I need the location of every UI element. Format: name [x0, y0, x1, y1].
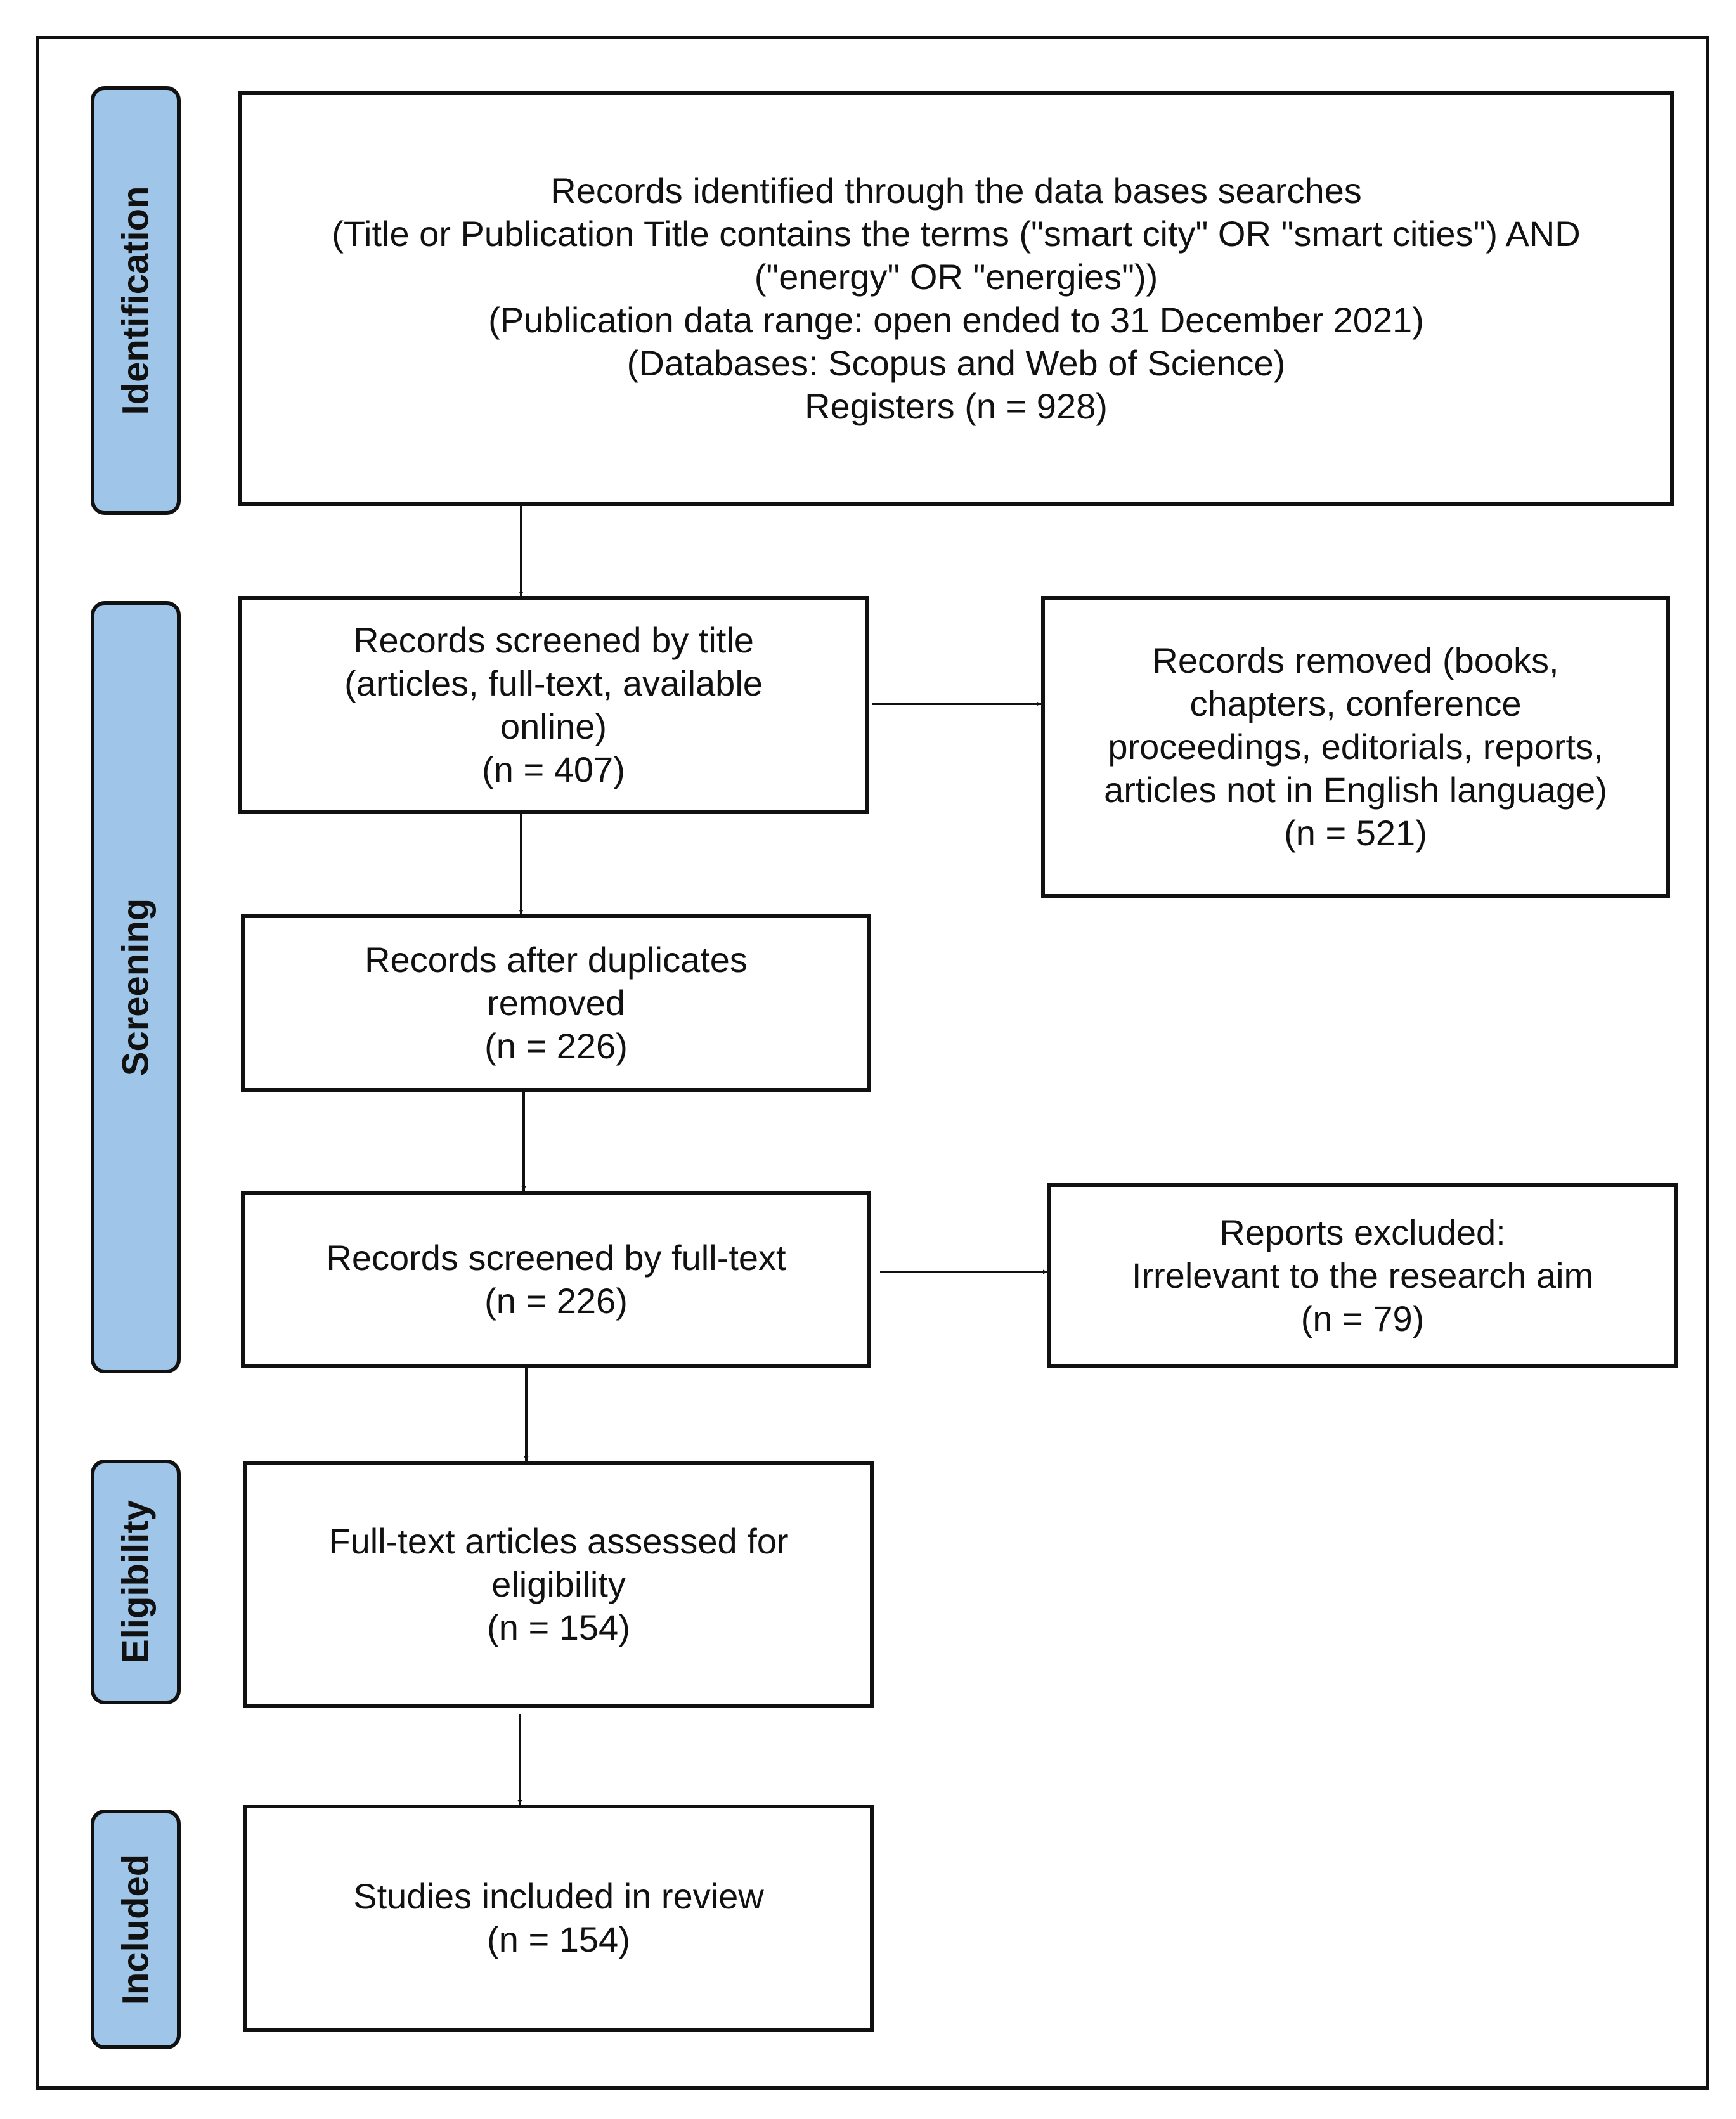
records-after-duplicates-box: Records after duplicates removed (n = 22… — [241, 914, 871, 1092]
duplicates-line-2: removed — [487, 983, 625, 1023]
phase-screening: Screening — [91, 601, 181, 1373]
duplicates-line-3: (n = 226) — [484, 1026, 628, 1066]
records-identified-box: Records identified through the data base… — [238, 91, 1674, 506]
identified-line-2: (Title or Publication Title contains the… — [332, 214, 1581, 254]
included-line-1: Studies included in review — [353, 1876, 764, 1916]
removed-line-2: chapters, conference — [1189, 684, 1522, 723]
removed-line-1: Records removed (books, — [1152, 640, 1559, 680]
duplicates-line-1: Records after duplicates — [365, 940, 748, 980]
screened-title-line-2: (articles, full-text, available — [344, 663, 763, 703]
removed-line-4: articles not in English language) — [1104, 770, 1607, 810]
screened-title-line-3: online) — [500, 706, 607, 746]
screened-title-line-1: Records screened by title — [353, 620, 754, 660]
screened-fulltext-line-2: (n = 226) — [484, 1281, 628, 1321]
eligibility-line-1: Full-text articles assessed for — [328, 1521, 789, 1561]
removed-line-3: proceedings, editorials, reports, — [1108, 727, 1603, 767]
eligibility-assessed-box: Full-text articles assessed for eligibil… — [243, 1461, 874, 1708]
records-screened-fulltext-box: Records screened by full-text (n = 226) — [241, 1191, 871, 1368]
identified-line-5: (Databases: Scopus and Web of Science) — [626, 343, 1286, 383]
identified-line-6: Registers (n = 928) — [805, 386, 1108, 426]
reports-excluded-box: Reports excluded: Irrelevant to the rese… — [1047, 1183, 1678, 1368]
removed-line-5: (n = 521) — [1284, 813, 1427, 853]
records-screened-title-box: Records screened by title (articles, ful… — [238, 596, 869, 814]
identified-line-4: (Publication data range: open ended to 3… — [488, 300, 1424, 340]
screened-title-line-4: (n = 407) — [482, 749, 625, 789]
phase-identification: Identification — [91, 86, 181, 515]
eligibility-line-3: (n = 154) — [487, 1607, 630, 1647]
identified-line-3: ("energy" OR "energies")) — [754, 257, 1158, 297]
phase-included: Included — [91, 1810, 181, 2049]
included-line-2: (n = 154) — [487, 1919, 630, 1959]
diagram-frame — [36, 36, 1709, 2090]
excluded-line-3: (n = 79) — [1300, 1299, 1425, 1338]
phase-eligibility: Eligibility — [91, 1460, 181, 1704]
identified-line-1: Records identified through the data base… — [550, 171, 1362, 211]
studies-included-box: Studies included in review (n = 154) — [243, 1805, 874, 2032]
records-removed-box: Records removed (books, chapters, confer… — [1041, 596, 1670, 898]
excluded-line-2: Irrelevant to the research aim — [1131, 1255, 1594, 1295]
screened-fulltext-line-1: Records screened by full-text — [326, 1238, 786, 1278]
excluded-line-1: Reports excluded: — [1219, 1212, 1506, 1252]
eligibility-line-2: eligibility — [491, 1564, 626, 1604]
